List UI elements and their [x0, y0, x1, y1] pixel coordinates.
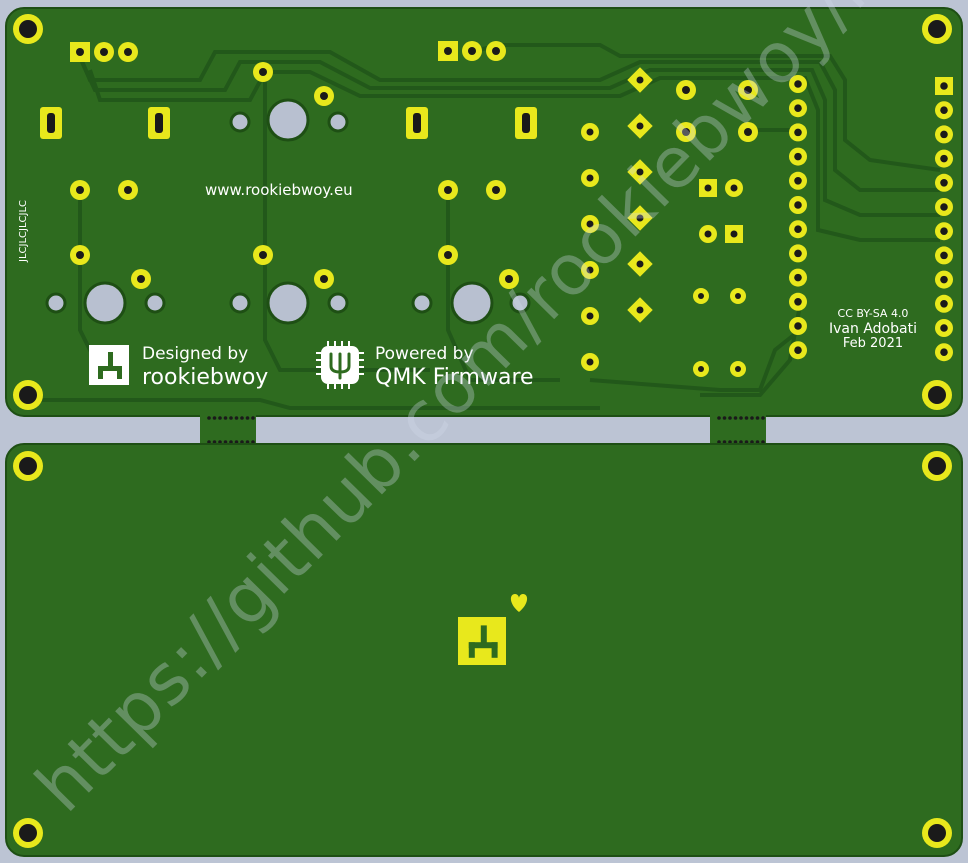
- powered-by-name: QMK Firmware: [375, 365, 534, 390]
- edge-pin: [935, 319, 953, 337]
- mouse-bite-hole: [245, 416, 250, 420]
- edge-pin: [935, 198, 953, 216]
- mouse-bite-hole: [207, 416, 211, 420]
- edge-pin: [935, 173, 953, 192]
- edge-pin: [935, 343, 953, 362]
- mouse-bite-hole: [761, 440, 765, 444]
- edge-pin: [935, 294, 953, 313]
- mouse-bite-hole: [717, 440, 721, 444]
- mouse-bite-hole: [722, 416, 727, 420]
- edge-pin: [935, 101, 953, 120]
- edge-pin: [935, 222, 953, 241]
- edge-header-pins: [935, 77, 953, 362]
- mcu-pin: [789, 292, 807, 311]
- mounting-hole: [922, 451, 952, 481]
- mounting-hole: [922, 818, 952, 848]
- mouse-bite-hole: [223, 440, 228, 444]
- mounting-hole: [922, 14, 952, 44]
- copper-traces: [30, 43, 941, 410]
- edge-pin: [935, 246, 953, 265]
- designed-by-block: Designed by rookiebwoy: [89, 344, 268, 390]
- mouse-bite-hole: [755, 416, 760, 420]
- website-url: www.rookiebwoy.eu: [205, 181, 353, 199]
- bottom-board: [5, 443, 963, 857]
- mouse-bite-hole: [739, 416, 743, 420]
- mouse-bite-hole: [212, 440, 217, 444]
- rookiebwoy-logo-icon: [89, 345, 129, 385]
- mounting-hole: [13, 380, 43, 410]
- mouse-bite-hole: [750, 440, 754, 444]
- mcu-pin: [789, 244, 807, 263]
- qmk-logo-icon: [316, 341, 364, 389]
- mouse-bite-hole: [728, 416, 732, 420]
- component-pads: [676, 80, 758, 377]
- edge-pin: [935, 125, 953, 144]
- mouse-bite-hole: [223, 416, 228, 420]
- edge-pin: [935, 270, 953, 289]
- edge-pin: [935, 149, 953, 168]
- mouse-bite-hole: [234, 440, 239, 444]
- mouse-bite-hole: [755, 440, 760, 444]
- designed-by-name: rookiebwoy: [142, 365, 268, 390]
- mouse-bite-hole: [761, 416, 765, 420]
- slot-pads: [40, 107, 537, 139]
- powered-by-label: Powered by: [375, 344, 474, 364]
- mouse-bite-hole: [744, 440, 749, 444]
- jlc-order-text: JLCJLCJLCJLC: [18, 200, 29, 263]
- mcu-pin: [789, 196, 807, 214]
- mouse-bite-hole: [229, 416, 233, 420]
- mouse-bite-hole: [212, 416, 217, 420]
- mounting-hole: [13, 451, 43, 481]
- mcu-pin: [789, 99, 807, 118]
- mcu-pins: [789, 75, 807, 360]
- mounting-hole: [13, 818, 43, 848]
- mouse-bite-hole: [717, 416, 721, 420]
- edge-pin: [935, 77, 953, 95]
- heart-icon: [510, 594, 528, 612]
- mouse-bite-hole: [251, 416, 255, 420]
- mcu-pin: [789, 75, 807, 93]
- license-text: CC BY-SA 4.0: [838, 307, 909, 320]
- mouse-bite-hole: [739, 440, 743, 444]
- mcu-pin: [789, 123, 807, 142]
- author-text: Ivan Adobati: [829, 321, 917, 337]
- mouse-bite-hole: [251, 440, 255, 444]
- header-pins: [70, 42, 138, 62]
- rookiebwoy-logo-icon: [458, 617, 506, 665]
- credits-block: CC BY-SA 4.0 Ivan Adobati Feb 2021: [829, 307, 917, 351]
- mouse-bite-hole: [744, 416, 749, 420]
- mouse-bite-hole: [733, 416, 738, 420]
- mcu-pin: [789, 171, 807, 190]
- mouse-bite-hole: [722, 440, 727, 444]
- designed-by-label: Designed by: [142, 344, 248, 364]
- mcu-pin: [789, 268, 807, 287]
- mouse-bite-hole: [750, 416, 754, 420]
- mcu-pin: [789, 220, 807, 239]
- mouse-bite-hole: [733, 440, 738, 444]
- mouse-bite-hole: [728, 440, 732, 444]
- mouse-bite-hole: [218, 416, 222, 420]
- mounting-hole: [13, 14, 43, 44]
- mcu-pin: [789, 341, 807, 360]
- breakaway-tabs: [200, 414, 766, 446]
- switch-pins: [70, 62, 519, 289]
- diode-pads: [581, 67, 653, 371]
- switch-holes: [45, 98, 531, 325]
- top-board: JLCJLCJLCJLC www.rookiebwoy.eu Designed …: [5, 7, 963, 417]
- mounting-hole: [922, 380, 952, 410]
- mouse-bite-hole: [207, 440, 211, 444]
- mcu-pin: [789, 317, 807, 335]
- mouse-bite-hole: [240, 440, 244, 444]
- mouse-bite-hole: [234, 416, 239, 420]
- mouse-bite-hole: [218, 440, 222, 444]
- powered-by-block: Powered by QMK Firmware: [316, 341, 534, 390]
- mouse-bite-hole: [240, 416, 244, 420]
- mouse-bite-hole: [245, 440, 250, 444]
- mcu-pin: [789, 147, 807, 166]
- header-pins: [438, 41, 506, 61]
- mouse-bite-hole: [229, 440, 233, 444]
- date-text: Feb 2021: [843, 336, 903, 351]
